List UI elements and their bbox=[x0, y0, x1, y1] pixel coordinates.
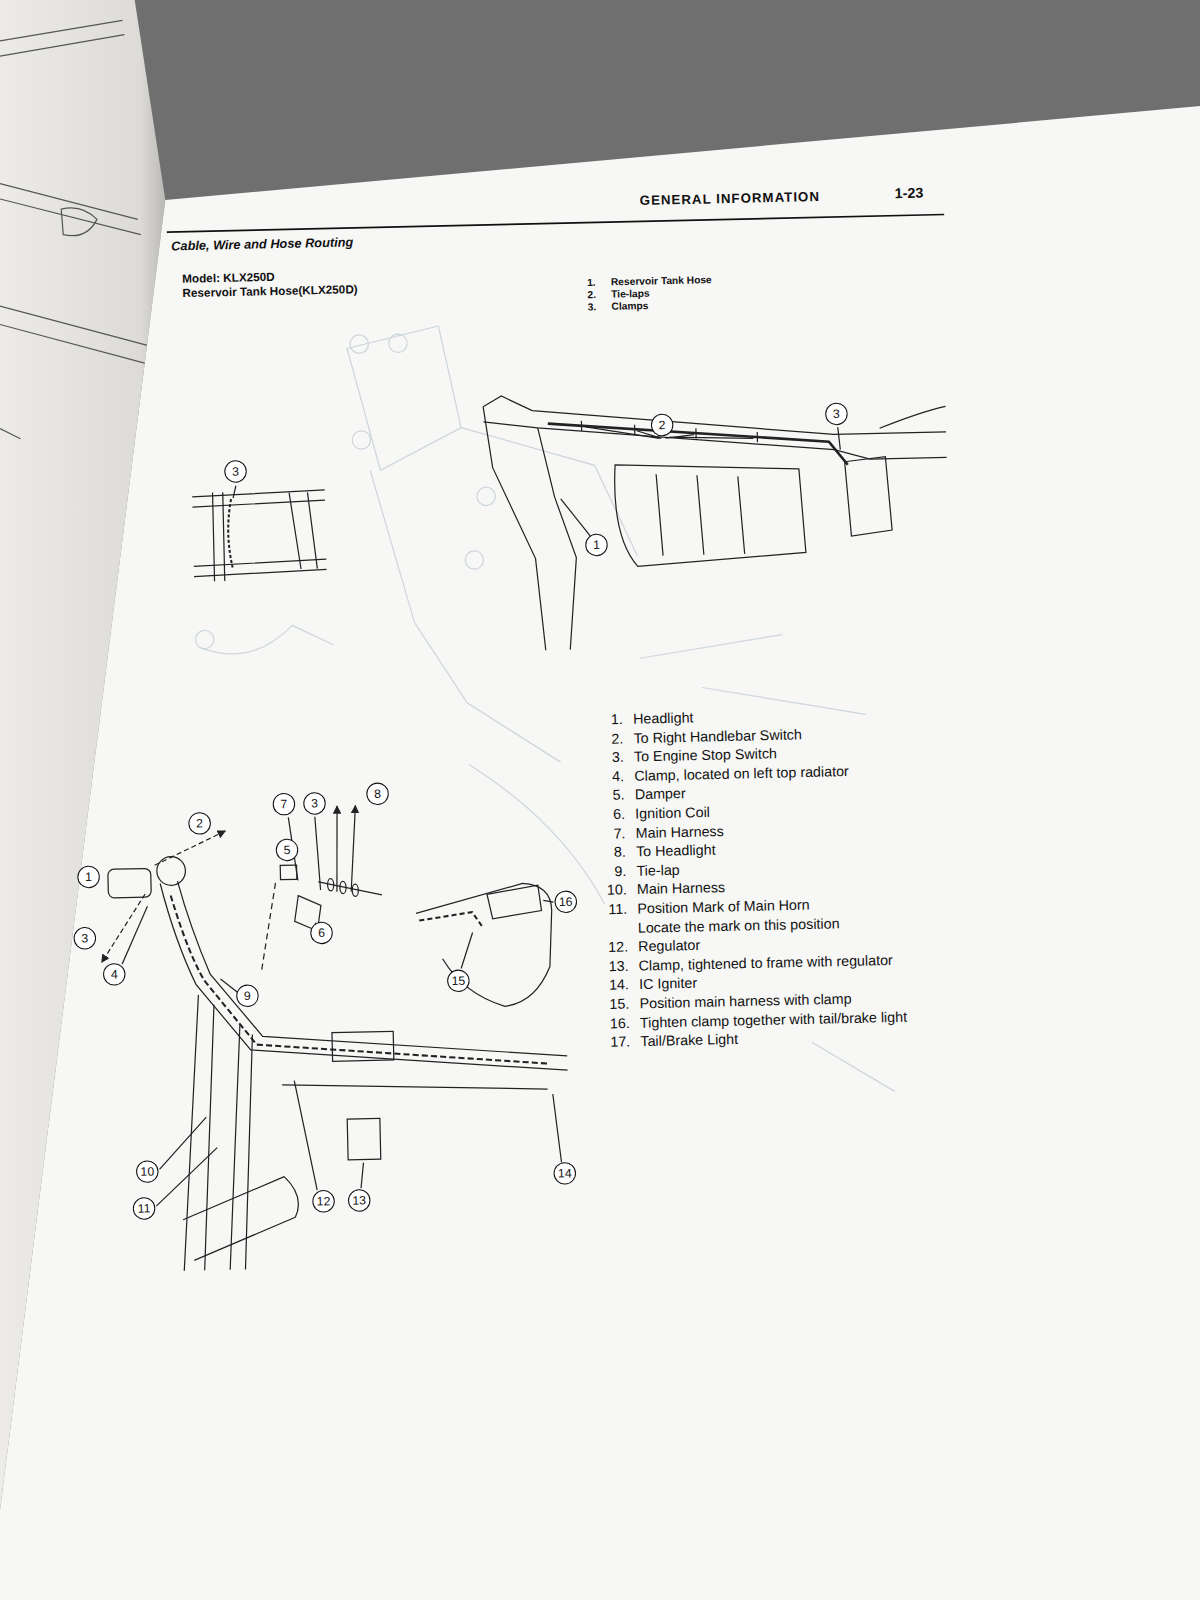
reservoir-hose-sketch bbox=[483, 386, 951, 652]
callout-number: 3 bbox=[311, 797, 318, 809]
item-number: 9. bbox=[614, 864, 626, 880]
callout-number: 3 bbox=[232, 465, 239, 477]
part-name: Ignition Coil bbox=[635, 805, 710, 822]
callout-circle: 3 bbox=[73, 927, 96, 950]
item-number: 2. bbox=[611, 731, 623, 747]
callout-circle: 4 bbox=[103, 963, 126, 986]
item-number: 1. bbox=[587, 277, 596, 288]
part-name: Tie-laps bbox=[611, 288, 650, 300]
part-name: Main Harness bbox=[636, 823, 724, 841]
note-text: Locate the mark on this position bbox=[638, 916, 840, 936]
callout-number: 15 bbox=[451, 975, 465, 988]
item-number: 16. bbox=[610, 1015, 630, 1031]
right-page bbox=[0, 106, 1200, 1600]
bleed-through bbox=[188, 316, 894, 1107]
callout-number: 1 bbox=[593, 539, 600, 551]
callout-number: 9 bbox=[244, 990, 251, 1002]
callout-circle: 9 bbox=[236, 984, 259, 1007]
part-name: Headlight bbox=[633, 710, 694, 727]
part-name: Damper bbox=[635, 786, 686, 803]
part-name: To Engine Stop Switch bbox=[634, 746, 777, 765]
callout-number: 4 bbox=[111, 968, 118, 980]
figure-title: Reservoir Tank Hose(KLX250D) bbox=[182, 283, 357, 300]
callout-circle: 3 bbox=[224, 460, 247, 483]
item-number: 7. bbox=[613, 826, 625, 842]
callout-number: 11 bbox=[138, 1202, 151, 1215]
callout-circle: 2 bbox=[188, 812, 211, 835]
part-name: Main Harness bbox=[637, 880, 725, 898]
callout-circle: 15 bbox=[447, 969, 470, 992]
callout-circle: 6 bbox=[310, 921, 333, 944]
callout-circle: 16 bbox=[554, 890, 577, 913]
item-number: 3. bbox=[588, 301, 597, 312]
callout-circle: 1 bbox=[77, 865, 100, 888]
part-name: Position Mark of Main Horn bbox=[637, 897, 810, 917]
part-name: Reservoir Tank Hose bbox=[611, 274, 712, 288]
wire-harness-sketch bbox=[98, 801, 572, 1273]
item-number: 14. bbox=[609, 977, 629, 993]
callout-number: 2 bbox=[659, 419, 666, 431]
callout-circle: 7 bbox=[272, 793, 295, 816]
model-name: Model: KLX250D bbox=[182, 271, 275, 286]
callout-circle: 14 bbox=[553, 1162, 576, 1185]
part-name: To Right Handlebar Switch bbox=[633, 727, 802, 747]
callout-circle: 11 bbox=[133, 1197, 156, 1220]
callout-number: 8 bbox=[374, 788, 381, 800]
item-number: 4. bbox=[612, 769, 624, 785]
callout-circle: 8 bbox=[366, 782, 389, 805]
part-name: Clamps bbox=[611, 300, 648, 312]
callout-number: 3 bbox=[81, 932, 88, 944]
left-page-drawing bbox=[0, 20, 153, 438]
item-number: 1. bbox=[611, 712, 623, 728]
item-number: 10. bbox=[607, 882, 627, 898]
section-title: Cable, Wire and Hose Routing bbox=[171, 236, 353, 254]
part-name: Clamp, located on left top radiator bbox=[634, 764, 849, 785]
item-number: 15. bbox=[609, 996, 629, 1012]
callout-circle: 3 bbox=[303, 792, 326, 815]
callout-number: 1 bbox=[85, 871, 92, 883]
callout-circle: 12 bbox=[312, 1190, 335, 1213]
item-number: 17. bbox=[610, 1034, 630, 1050]
part-name: Clamp, tightened to frame with regulator bbox=[639, 952, 893, 973]
item-number: 8. bbox=[614, 845, 626, 861]
item-number: 5. bbox=[613, 788, 625, 804]
running-header: GENERAL INFORMATION bbox=[640, 190, 821, 209]
callout-number: 3 bbox=[833, 408, 840, 420]
callout-number: 16 bbox=[559, 896, 573, 909]
item-number: 2. bbox=[587, 289, 596, 300]
callout-number: 12 bbox=[317, 1195, 331, 1208]
item-number: 6. bbox=[613, 807, 625, 823]
part-name: To Headlight bbox=[636, 843, 716, 861]
callout-circle: 10 bbox=[136, 1160, 159, 1183]
item-number: 12. bbox=[608, 939, 628, 955]
item-number: 11. bbox=[608, 901, 627, 917]
part-name: IC Igniter bbox=[639, 976, 697, 993]
callout-number: 10 bbox=[140, 1165, 154, 1178]
item-number: 13. bbox=[608, 958, 628, 974]
callout-circle: 1 bbox=[585, 533, 608, 556]
callout-number: 5 bbox=[283, 844, 290, 856]
part-name: Tie-lap bbox=[636, 862, 679, 879]
callout-circle: 2 bbox=[651, 414, 674, 437]
callout-number: 13 bbox=[352, 1194, 366, 1207]
part-name: Tighten clamp together with tail/brake l… bbox=[640, 1009, 907, 1031]
part-name: Regulator bbox=[638, 938, 700, 955]
item-number: 3. bbox=[612, 750, 624, 766]
callout-number: 2 bbox=[196, 817, 203, 829]
header-rule bbox=[167, 215, 944, 233]
callout-number: 6 bbox=[318, 927, 325, 939]
callout-circle: 3 bbox=[825, 402, 848, 425]
part-name: Tail/Brake Light bbox=[640, 1032, 738, 1050]
page-number: 1-23 bbox=[895, 185, 924, 201]
callout-number: 14 bbox=[558, 1167, 572, 1180]
callout-circle: 13 bbox=[348, 1189, 371, 1212]
callout-number: 7 bbox=[280, 798, 287, 810]
part-name: Position main harness with clamp bbox=[639, 991, 851, 1012]
frame-sketch bbox=[192, 484, 327, 582]
